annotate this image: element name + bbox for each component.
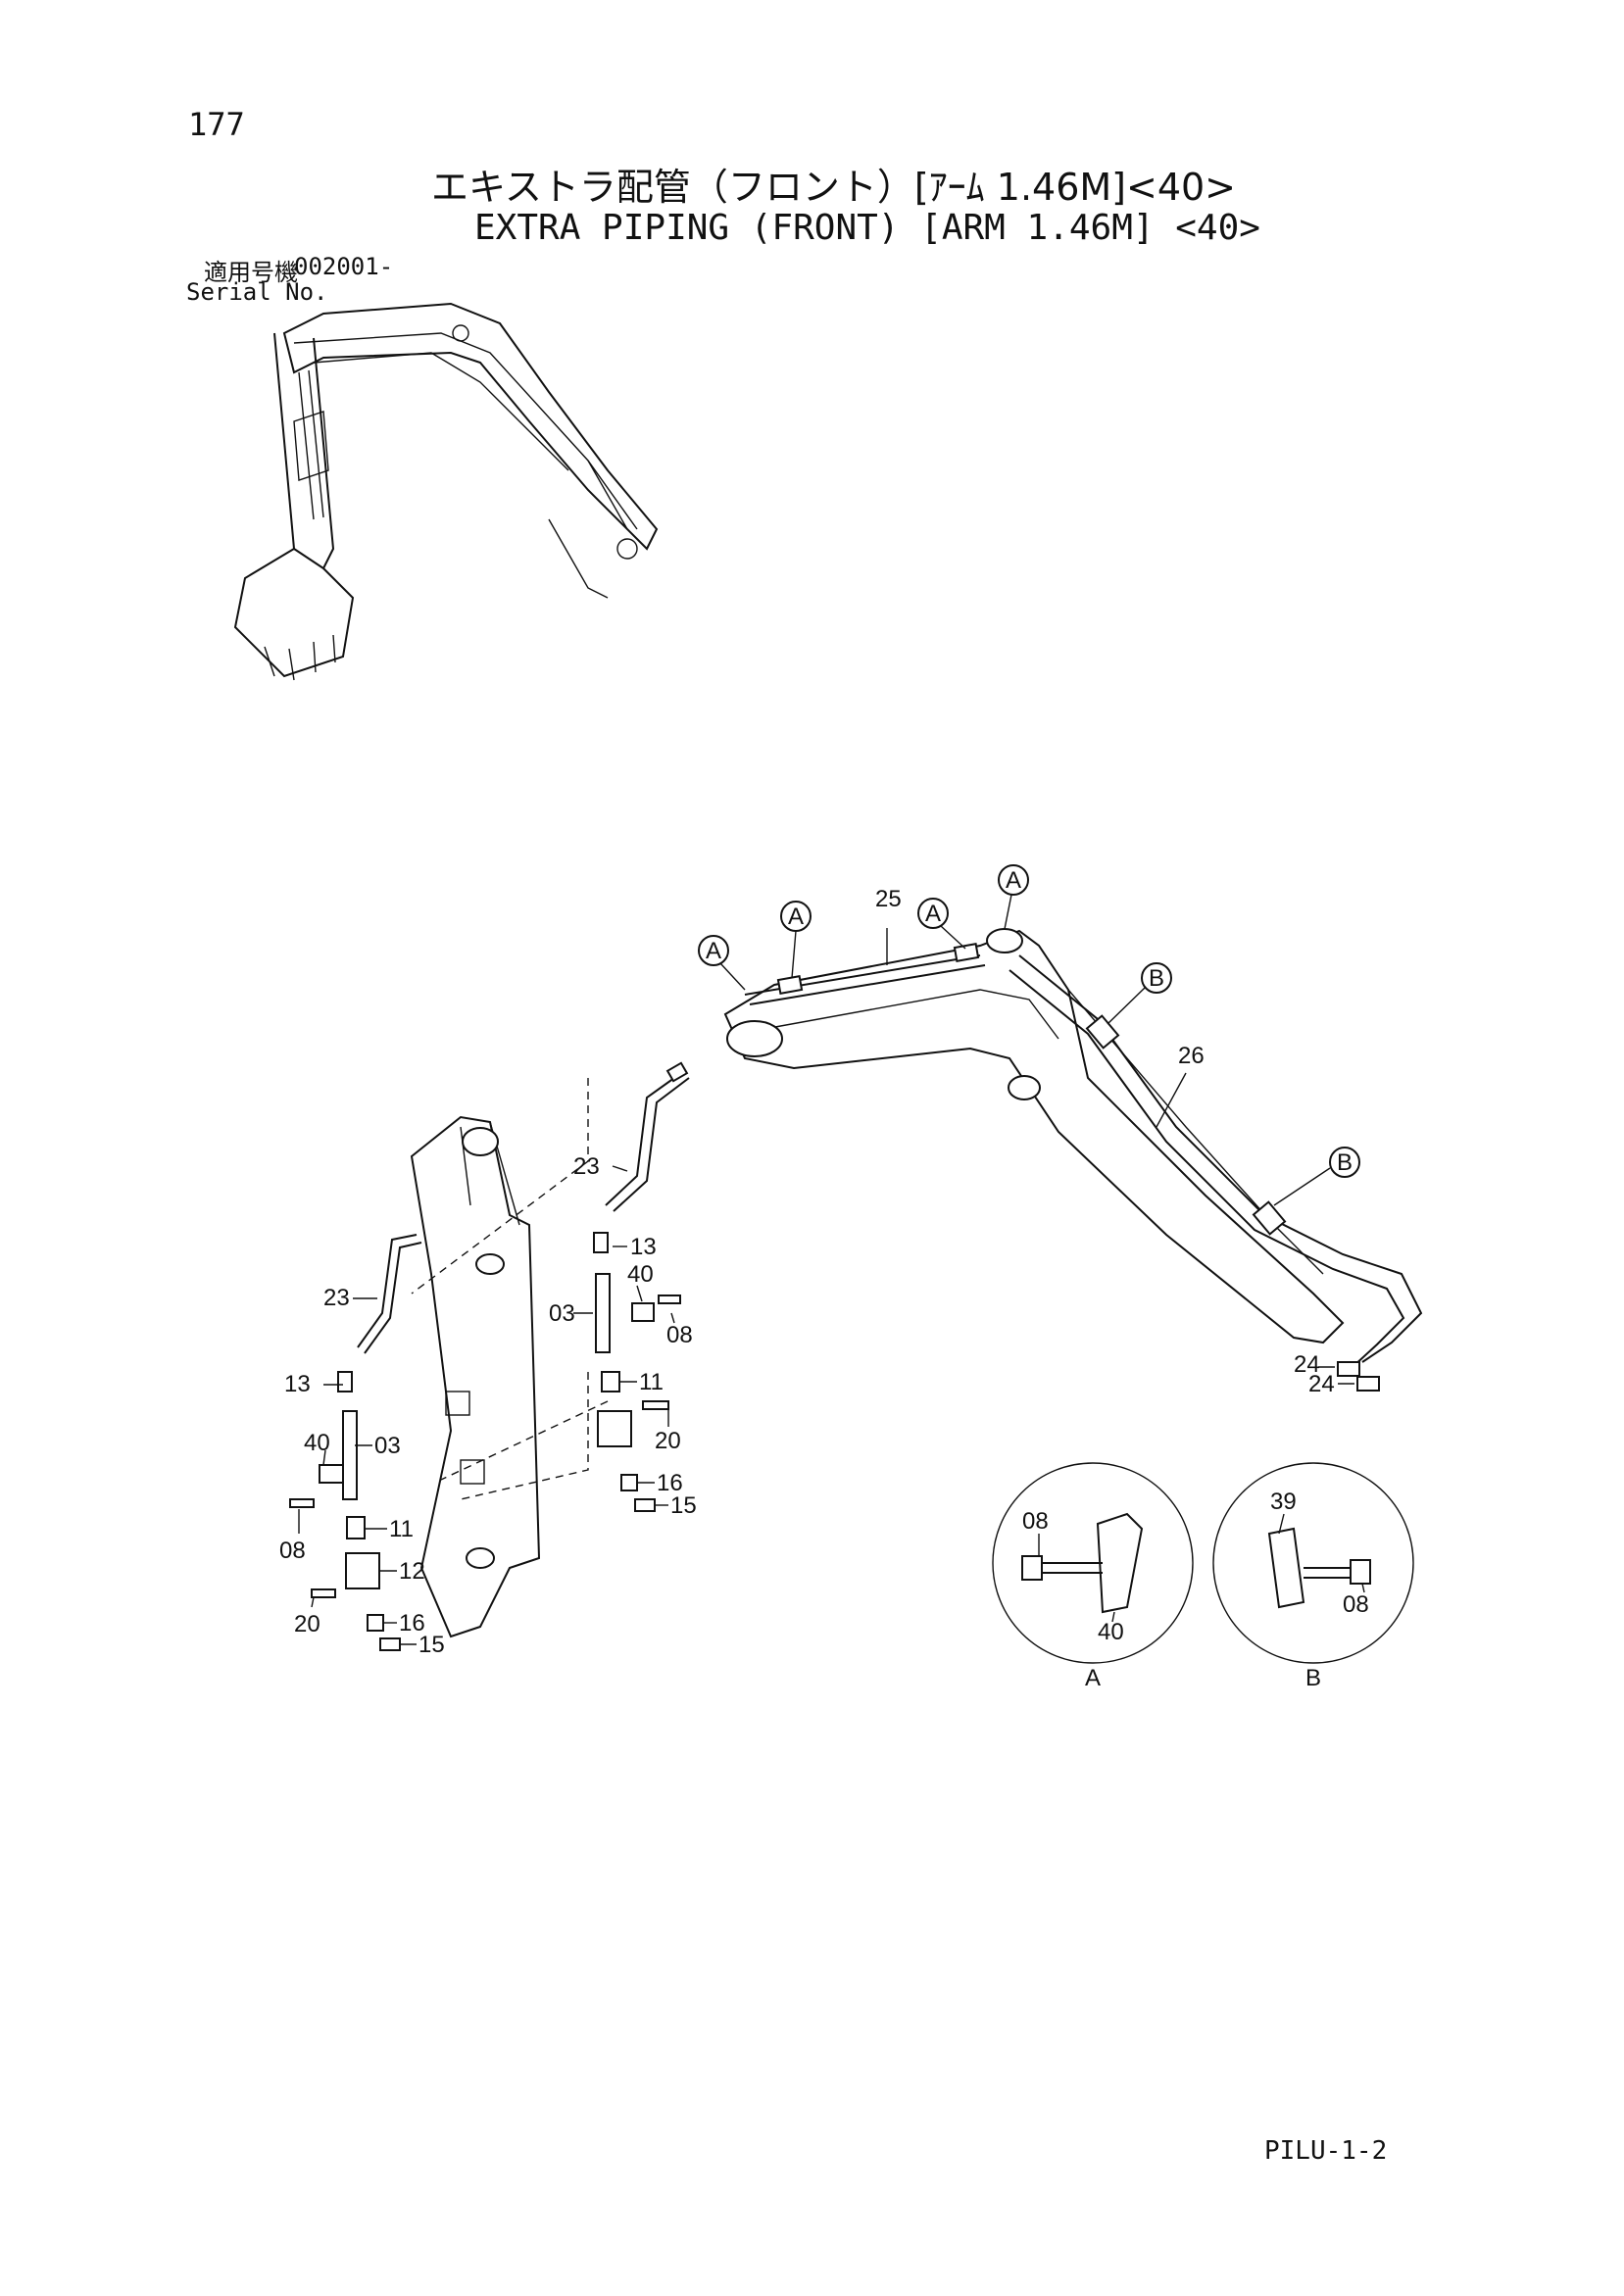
callout-pipe-03-right: 03 <box>549 1300 575 1327</box>
callout-pipe-03-left: 03 <box>374 1433 401 1459</box>
callout-bolt-08-right: 08 <box>666 1322 693 1348</box>
callout-elbow-16-left: 16 <box>399 1610 425 1637</box>
callout-boom-pipe-26: 26 <box>1178 1043 1205 1069</box>
callout-bolt-20-left: 20 <box>294 1611 320 1637</box>
detail-a-caption: A <box>1085 1665 1101 1691</box>
arm-pipe-25 <box>744 943 986 1005</box>
callout-adapter-11-left: 11 <box>389 1516 414 1542</box>
marker-b-1: B <box>1107 962 1172 1025</box>
marker-label: A <box>1006 867 1021 894</box>
marker-a-2: A <box>780 901 812 979</box>
right-fitting-stack <box>593 1232 681 1512</box>
marker-b-2: B <box>1273 1147 1360 1206</box>
page-number: 177 <box>188 106 245 143</box>
callout-nipple-13-right: 13 <box>630 1234 657 1260</box>
callout-detail-b-bolt-08: 08 <box>1343 1591 1369 1618</box>
detail-b-caption: B <box>1305 1665 1321 1691</box>
callout-hose-23-upper: 23 <box>573 1153 600 1180</box>
marker-label: A <box>706 938 721 964</box>
page-code: PILU-1-2 <box>1264 2136 1388 2166</box>
hose-23-left <box>357 1234 422 1354</box>
callout-plug-15-left: 15 <box>418 1632 445 1658</box>
marker-a-3: A <box>917 898 966 950</box>
marker-a-4: A <box>998 864 1029 930</box>
overview-illustration <box>233 302 659 681</box>
marker-a-1: A <box>698 935 746 991</box>
callout-coupler-24-lower: 24 <box>1308 1371 1335 1397</box>
boom-pipe-26 <box>1009 954 1423 1392</box>
hose-23-upper <box>605 1061 690 1212</box>
callout-clamp-40-right: 40 <box>627 1261 654 1288</box>
serial-label-japanese: 適用号機 <box>204 259 298 286</box>
callout-bolt-08-left: 08 <box>279 1538 306 1564</box>
callout-hose-23-left: 23 <box>323 1285 350 1311</box>
marker-label: A <box>925 901 941 927</box>
callout-block-12: 12 <box>399 1558 425 1585</box>
callout-bolt-20-right: 20 <box>655 1428 681 1454</box>
serial-number-value: 002001- <box>294 253 394 280</box>
callout-coupler-24-upper: 24 <box>1294 1351 1320 1378</box>
callout-plug-15-right: 15 <box>670 1492 697 1519</box>
bucket-link-structure <box>410 1078 609 1638</box>
callout-clamp-40-left: 40 <box>304 1430 330 1456</box>
callout-nipple-13-left: 13 <box>284 1371 311 1397</box>
detail-b: 39 08 B <box>1212 1462 1414 1691</box>
callout-adapter-11-right: 11 <box>639 1369 664 1395</box>
callout-elbow-16-right: 16 <box>657 1470 683 1496</box>
detail-a: 08 40 A <box>992 1462 1194 1691</box>
leader-lines <box>298 928 1354 1645</box>
marker-label: B <box>1337 1149 1353 1176</box>
arm-structure <box>723 928 1345 1344</box>
callout-arm-pipe-25: 25 <box>875 886 902 912</box>
callout-labels: 25 26 23 23 13 13 40 40 03 03 08 08 11 1… <box>279 886 1335 1658</box>
callout-detail-a-clamp-40: 40 <box>1098 1619 1124 1645</box>
marker-label: B <box>1149 965 1164 992</box>
page-title-english: EXTRA PIPING (FRONT) [ARM 1.46M] <40> <box>474 208 1260 248</box>
callout-detail-a-bolt-08: 08 <box>1022 1508 1049 1535</box>
left-fitting-stack <box>289 1371 401 1651</box>
marker-label: A <box>788 904 804 930</box>
callout-detail-b-clamp-39: 39 <box>1270 1489 1297 1515</box>
page-title-japanese: エキストラ配管（フロント）[ｱｰﾑ 1.46M]<40> <box>431 166 1237 209</box>
serial-label-english: Serial No. <box>186 278 328 306</box>
